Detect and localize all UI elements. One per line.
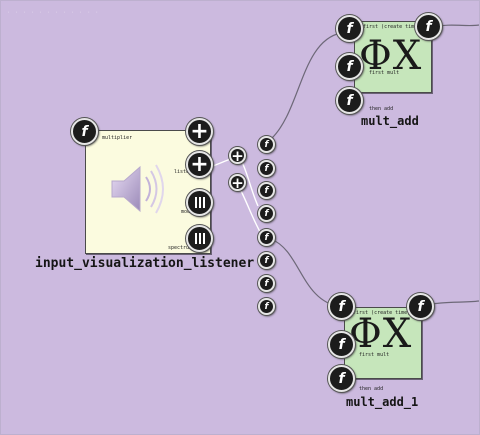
add-listener-icon[interactable]: + — [186, 151, 213, 178]
function-icon[interactable]: f — [258, 205, 275, 222]
mult-add-1-title[interactable]: mult_add_1 — [346, 395, 419, 409]
mult-add-1-glyph: ΦX — [349, 311, 413, 357]
port-label-then-add: then add — [369, 106, 394, 112]
connect-plus-icon[interactable]: + — [229, 147, 246, 165]
function-icon[interactable]: f — [336, 87, 363, 114]
function-icon[interactable]: f — [336, 53, 363, 80]
function-icon[interactable]: f — [328, 331, 355, 358]
port-label-first-mult: first mult — [369, 70, 400, 76]
function-icon[interactable]: f — [258, 252, 275, 269]
speaker-icon — [111, 164, 164, 214]
port-label-first-mult: first mult — [359, 352, 390, 358]
port-label-multiplier: multiplier — [102, 135, 133, 141]
function-icon[interactable]: f — [258, 136, 275, 153]
output-function-icon[interactable]: f — [415, 13, 442, 40]
mult-add-glyph: ΦX — [359, 33, 423, 79]
canvas-watermark: · · · · · · · · · · · · — [7, 10, 100, 16]
function-icon[interactable]: f — [258, 182, 275, 199]
function-icon[interactable]: f — [328, 365, 355, 392]
port-label-then-add: then add — [359, 386, 384, 392]
bars-icon[interactable] — [186, 189, 213, 216]
function-icon[interactable]: f — [71, 118, 98, 145]
wire-to-mult-add — [270, 32, 342, 140]
function-icon[interactable]: f — [258, 298, 275, 315]
spectrum-bars-icon[interactable] — [186, 225, 213, 252]
mult-add-title[interactable]: mult_add — [361, 114, 419, 128]
function-icon[interactable]: f — [328, 293, 355, 320]
port-label-first: first (create time) — [353, 310, 411, 316]
output-function-icon[interactable]: f — [407, 293, 434, 320]
viz-node-title[interactable]: input_visualization_listener — [35, 256, 255, 271]
port-label-mode: mode — [181, 209, 194, 215]
port-label-listener: listener — [174, 169, 199, 175]
function-icon[interactable]: f — [258, 160, 275, 177]
mult-add-1-node-body[interactable]: ΦX first (create time) first mult then a… — [344, 307, 422, 392]
function-icon[interactable]: f — [258, 275, 275, 292]
port-label-first: first (create time) — [363, 24, 421, 30]
function-icon[interactable]: f — [336, 15, 363, 42]
function-icon[interactable]: f — [258, 229, 275, 246]
add-input-icon[interactable]: + — [186, 118, 213, 145]
port-label-spectrum: spectrum — [168, 245, 193, 251]
connect-plus-icon[interactable]: + — [229, 174, 246, 192]
